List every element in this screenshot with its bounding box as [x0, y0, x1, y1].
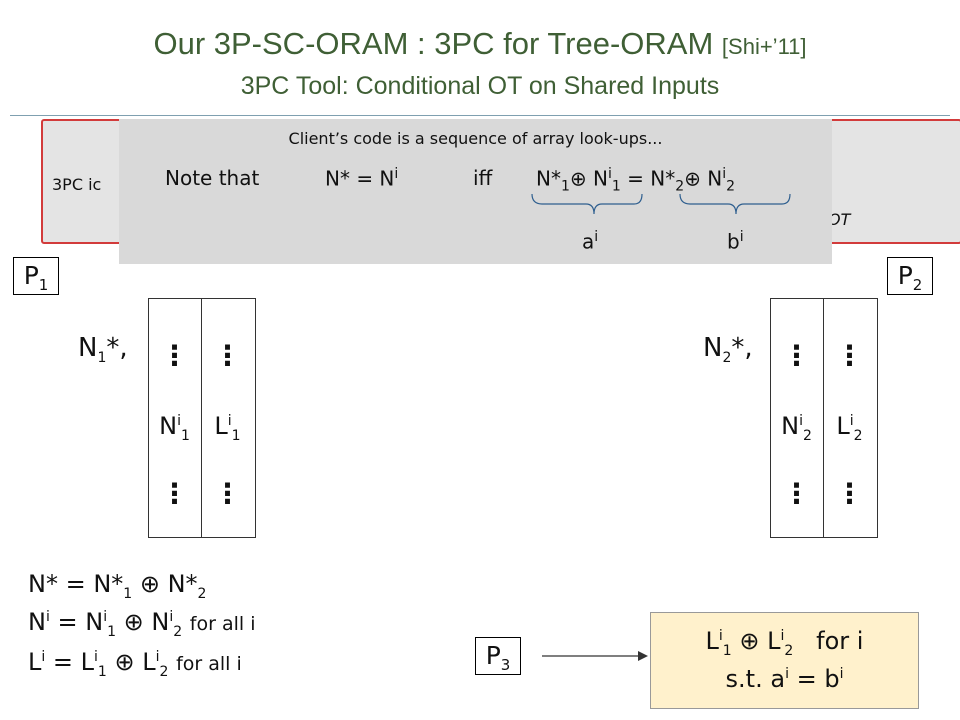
formula-l-i: Li = Li1 ⊕ Li2 for all i	[28, 648, 242, 680]
note-iff: iff	[473, 166, 493, 190]
ellipsis-bottom-n-p2: ⋮	[782, 477, 811, 510]
party-p1: P1	[13, 257, 59, 295]
formula-n-i: Ni = Ni1 ⊕ Ni2 for all i	[28, 608, 256, 640]
protocol-box-left-text: 3PC ic	[52, 175, 102, 194]
result-line-1: Li1 ⊕ Li2 for i	[705, 627, 864, 659]
title-citation: [Shi+’11]	[721, 34, 807, 59]
note-equality: N* = Ni	[325, 166, 399, 191]
array-label-p1: N1*,	[78, 333, 128, 367]
ellipsis-bottom-l-p2: ⋮	[835, 477, 864, 510]
result-line-2: s.t. ai = bi	[725, 664, 844, 693]
title-divider	[10, 115, 950, 116]
party-p3: P3	[475, 637, 521, 675]
ellipsis-bottom-l-p1: ⋮	[213, 477, 242, 510]
ellipsis-top-n-p1: ⋮	[160, 339, 189, 372]
label-bi: bi	[727, 229, 744, 254]
party-p2: P2	[887, 257, 933, 295]
cell-l-i-1: Li1	[214, 412, 241, 444]
note-prefix: Note that	[165, 166, 260, 190]
note-share-equation: N*1⊕ Ni1 = N*2⊕ Ni2	[536, 166, 736, 195]
slide-title: Our 3P-SC-ORAM : 3PC for Tree-ORAM [Shi+…	[0, 26, 960, 62]
array-column-n-p1	[148, 298, 203, 538]
formula-n-star: N* = N*1 ⊕ N*2	[28, 570, 207, 602]
array-column-l-p1	[201, 298, 256, 538]
arrow-to-result	[542, 651, 648, 661]
note-overlay	[119, 119, 832, 264]
array-column-n-p2	[770, 298, 825, 538]
slide-subtitle: 3PC Tool: Conditional OT on Shared Input…	[240, 72, 720, 100]
cell-l-i-2: Li2	[836, 412, 863, 444]
ellipsis-top-l-p1: ⋮	[213, 339, 242, 372]
ellipsis-top-l-p2: ⋮	[835, 339, 864, 372]
label-ai: ai	[582, 229, 599, 254]
client-code-note: Client’s code is a sequence of array loo…	[288, 129, 663, 148]
ellipsis-top-n-p2: ⋮	[782, 339, 811, 372]
cell-n-i-2: Ni2	[781, 412, 812, 444]
result-box: Li1 ⊕ Li2 for i s.t. ai = bi	[650, 612, 919, 709]
array-label-p2: N2*,	[703, 333, 753, 367]
array-column-l-p2	[823, 298, 878, 538]
brace-right	[679, 193, 791, 215]
ellipsis-bottom-n-p1: ⋮	[160, 477, 189, 510]
title-main: Our 3P-SC-ORAM : 3PC for Tree-ORAM	[153, 26, 714, 61]
cell-n-i-1: Ni1	[159, 412, 190, 444]
protocol-box-right-text: OT	[828, 210, 851, 229]
brace-marks	[531, 193, 791, 215]
brace-left	[531, 193, 643, 215]
